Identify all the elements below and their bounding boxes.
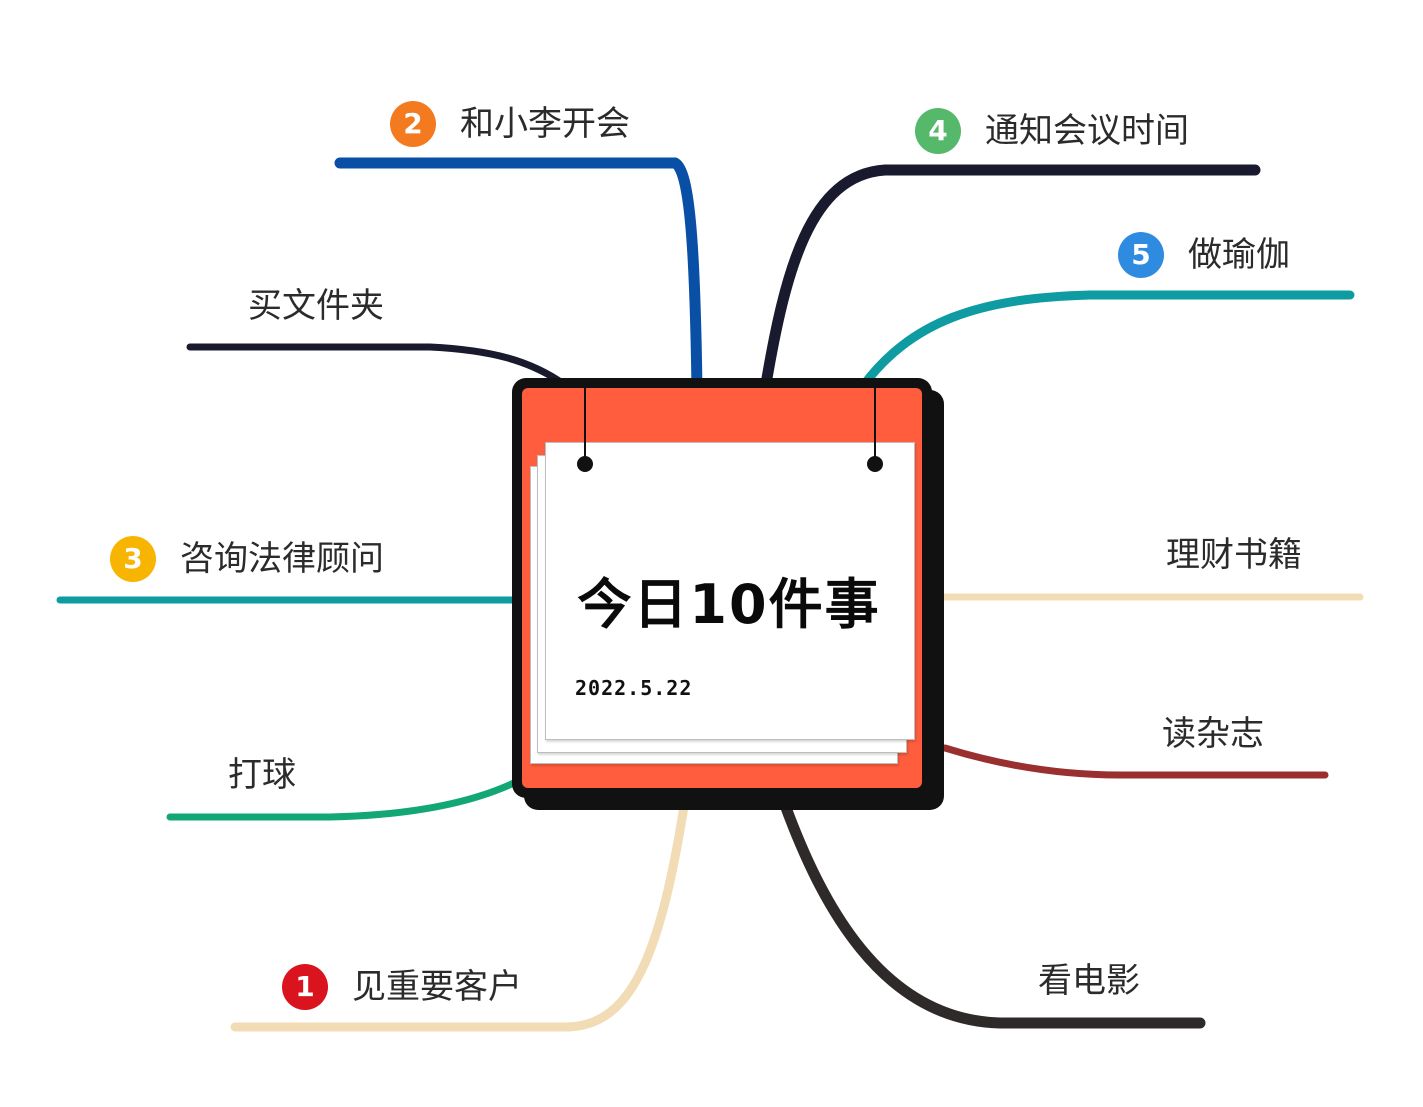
branch-line-read-magazine <box>941 744 1329 779</box>
badge-1-icon: 1 <box>282 964 328 1010</box>
branch-label: 做瑜伽 <box>1188 235 1290 275</box>
branch-meeting-xiaoli[interactable]: 2 和小李开会 <box>390 101 630 147</box>
branch-play-ball[interactable]: 打球 <box>228 755 296 795</box>
branch-label: 买文件夹 <box>248 286 384 326</box>
branch-line-notify-meeting-time <box>759 164 1261 396</box>
branch-label: 通知会议时间 <box>985 111 1189 151</box>
badge-3-icon: 3 <box>110 536 156 582</box>
branch-label: 理财书籍 <box>1166 535 1302 575</box>
branch-legal-consult[interactable]: 3 咨询法律顾问 <box>110 536 384 582</box>
branch-line-watch-movie <box>779 799 1206 1029</box>
branch-notify-meeting-time[interactable]: 4 通知会议时间 <box>915 108 1189 154</box>
branch-read-magazine[interactable]: 读杂志 <box>1162 714 1264 754</box>
badge-5-icon: 5 <box>1118 232 1164 278</box>
branch-buy-folder[interactable]: 买文件夹 <box>248 286 384 326</box>
branch-line-meet-client <box>230 795 690 1032</box>
branch-line-meeting-xiaoli <box>334 157 703 396</box>
branch-label: 咨询法律顾问 <box>180 539 384 579</box>
branch-line-play-ball <box>166 776 524 821</box>
branch-meet-client[interactable]: 1 见重要客户 <box>282 964 522 1010</box>
branch-label: 打球 <box>228 755 296 795</box>
branch-yoga[interactable]: 5 做瑜伽 <box>1118 232 1290 278</box>
branch-line-buy-folder <box>186 343 569 389</box>
branch-watch-movie[interactable]: 看电影 <box>1038 961 1140 1001</box>
branch-label: 看电影 <box>1038 961 1140 1001</box>
branch-label: 读杂志 <box>1162 714 1264 754</box>
branch-line-yoga <box>855 290 1355 395</box>
badge-2-icon: 2 <box>390 101 436 147</box>
branch-label: 见重要客户 <box>352 967 522 1007</box>
branch-finance-books[interactable]: 理财书籍 <box>1166 535 1302 575</box>
badge-4-icon: 4 <box>915 108 961 154</box>
branch-label: 和小李开会 <box>460 104 630 144</box>
